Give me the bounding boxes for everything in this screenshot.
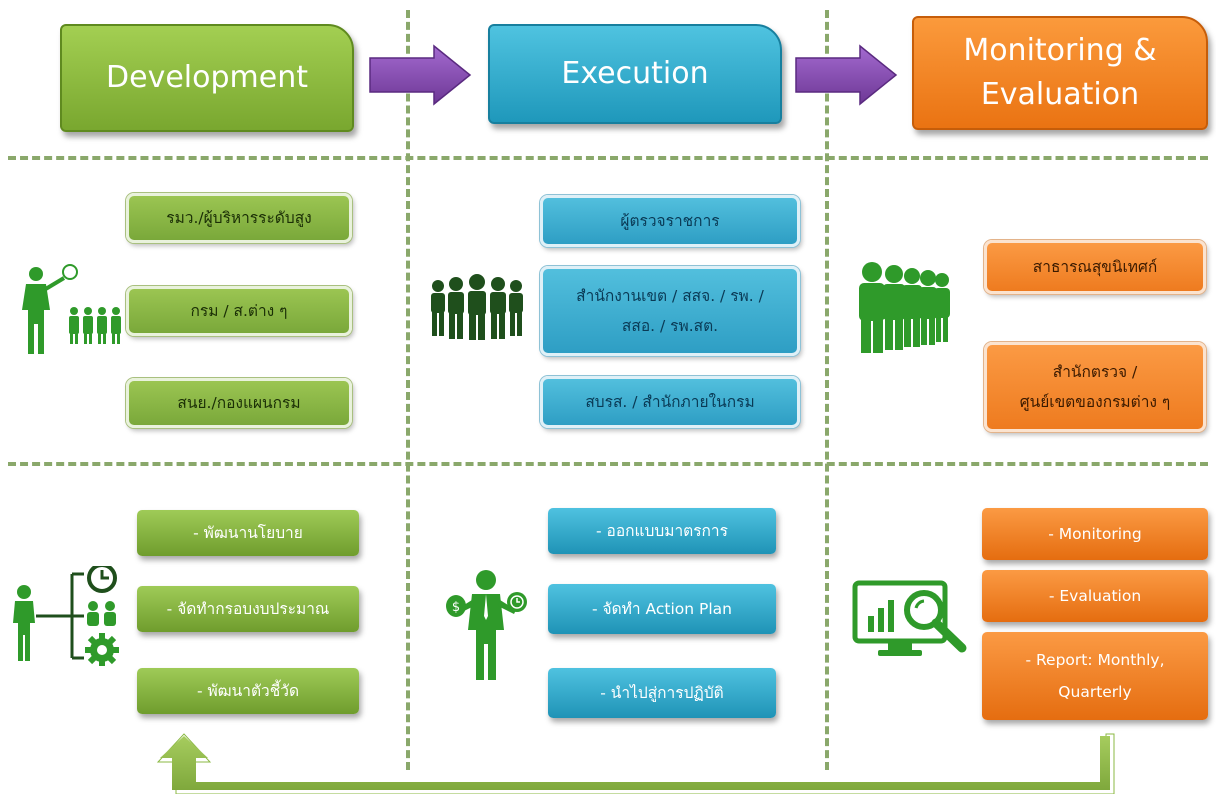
mon-task-1: - Monitoring <box>982 508 1208 560</box>
execution-header: Execution <box>488 24 782 124</box>
exec-people-box-1: ผู้ตรวจราชการ <box>540 195 800 247</box>
right-arrow-icon <box>369 44 472 106</box>
dev-task-2: - จัดทำกรอบงบประมาณ <box>137 586 359 632</box>
mon-task-2: - Evaluation <box>982 570 1208 622</box>
development-header: Development <box>60 24 354 132</box>
dev-people-box-1: รมว./ผู้บริหารระดับสูง <box>126 193 352 243</box>
exec-people-box-3: สบรส. / สำนักภายในกรม <box>540 376 800 428</box>
planner-clock-team-gear-icon <box>13 566 119 666</box>
monitor-chart-magnifier-icon <box>852 580 967 656</box>
exec-task-1: - ออกแบบมาตรการ <box>548 508 776 554</box>
crowd-icon <box>859 262 950 353</box>
team-group-icon <box>431 274 523 340</box>
mon-people-box-2: สำนักตรวจ / ศูนย์เขตของกรมต่าง ๆ <box>984 342 1206 432</box>
feedback-loop-arrow-icon <box>156 733 1115 794</box>
presenter-with-audience-icon <box>22 264 121 354</box>
dev-people-box-2: กรม / ส.ต่าง ๆ <box>126 286 352 336</box>
dev-people-box-3: สนย./กองแผนกรม <box>126 378 352 428</box>
businessman-money-time-icon: $ <box>446 570 527 680</box>
mon-task-3: - Report: Monthly, Quarterly <box>982 632 1208 720</box>
column-divider-2 <box>825 10 829 770</box>
exec-task-2: - จัดทำ Action Plan <box>548 584 776 634</box>
exec-people-box-2: สำนักงานเขต / สสจ. / รพ. / สสอ. / รพ.สต. <box>540 266 800 356</box>
row-divider-2 <box>8 462 1208 466</box>
mon-people-box-1: สาธารณสุขนิเทศก์ <box>984 240 1206 294</box>
column-divider-1 <box>406 10 410 770</box>
svg-text:$: $ <box>452 600 460 615</box>
dev-task-3: - พัฒนาตัวชี้วัด <box>137 668 359 714</box>
monitoring-evaluation-header: Monitoring & Evaluation <box>912 16 1208 130</box>
right-arrow-icon <box>795 44 898 106</box>
exec-task-3: - นำไปสู่การปฏิบัติ <box>548 668 776 718</box>
dev-task-1: - พัฒนานโยบาย <box>137 510 359 556</box>
row-divider-1 <box>8 156 1208 160</box>
